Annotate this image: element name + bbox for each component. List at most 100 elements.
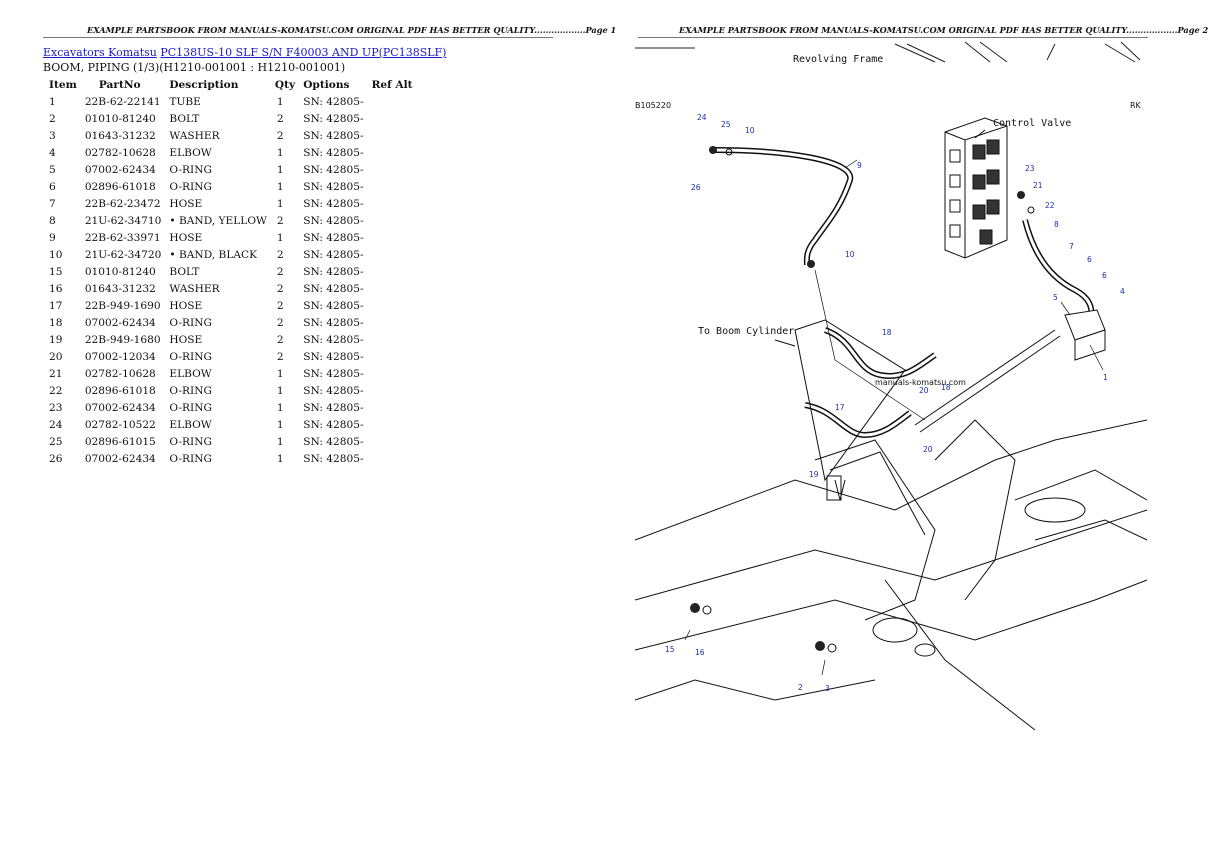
- parts-list-page: EXAMPLE PARTSBOOK FROM MANUALS-KOMATSU.C…: [0, 0, 616, 842]
- cell-refalt: [368, 382, 417, 399]
- cell-description: O-RING: [169, 401, 212, 414]
- cell-item: 21: [49, 367, 63, 380]
- callout-6b: 6: [1102, 271, 1107, 280]
- callout-4: 4: [1120, 287, 1125, 296]
- cell-item: 15: [49, 265, 63, 278]
- tube-block-1: [1064, 309, 1106, 361]
- column-header-item: Item: [49, 79, 77, 91]
- tube-1-line: [914, 329, 1056, 426]
- cell-partno: 22B-62-33971: [84, 231, 161, 244]
- cell-partno: 07002-62434: [84, 316, 156, 329]
- callout-10: 10: [845, 250, 855, 259]
- cell-refalt: [368, 314, 417, 331]
- table-header-row: Item PartNo Description Qty Options Ref …: [43, 77, 417, 93]
- cell-qty: 2: [276, 316, 284, 329]
- fitting-24: [709, 146, 717, 154]
- cell-item: 22: [49, 384, 63, 397]
- oring-22: [1027, 206, 1035, 214]
- cell-refalt: [368, 93, 417, 110]
- cell-item: 20: [49, 350, 63, 363]
- cell-partno: 02782-10628: [84, 367, 156, 380]
- cell-refalt: [368, 450, 417, 467]
- cell-partno: 01643-31232: [84, 282, 156, 295]
- cell-refalt: [368, 263, 417, 280]
- cell-partno: 02782-10522: [84, 418, 156, 431]
- cell-partno: 02896-61018: [84, 180, 156, 193]
- cell-refalt: [368, 348, 417, 365]
- page-header: EXAMPLE PARTSBOOK FROM MANUALS-KOMATSU.C…: [87, 25, 617, 35]
- callout-17: 17: [835, 403, 845, 412]
- cell-qty: 1: [276, 435, 284, 448]
- callout-8: 8: [1054, 220, 1059, 229]
- cell-options: SN: 42805-: [303, 401, 364, 414]
- cell-partno: 01010-81240: [84, 265, 156, 278]
- cell-qty: 2: [276, 112, 284, 125]
- cell-item: 5: [49, 163, 56, 176]
- cell-description: O-RING: [169, 452, 212, 465]
- cell-qty: 1: [276, 452, 284, 465]
- cell-options: SN: 42805-: [303, 95, 364, 108]
- cell-description: • BAND, BLACK: [169, 248, 258, 261]
- cell-refalt: [368, 110, 417, 127]
- to-boom-cylinder-label: To Boom Cylinder: [698, 326, 794, 337]
- parts-diagram: Revolving Frame B105220 RK Control Valve: [634, 41, 1148, 731]
- cell-options: SN: 42805-: [303, 146, 364, 159]
- cell-item: 10: [49, 248, 63, 261]
- cell-refalt: [368, 416, 417, 433]
- control-valve-leader: [974, 129, 986, 139]
- cell-qty: 1: [276, 367, 284, 380]
- cell-options: SN: 42805-: [303, 129, 364, 142]
- column-header-options: Options: [303, 79, 350, 91]
- cell-options: SN: 42805-: [303, 214, 364, 227]
- column-header-refalt: Ref Alt: [371, 79, 413, 91]
- cell-partno: 07002-62434: [84, 452, 156, 465]
- callout-26: 26: [691, 183, 701, 192]
- cell-options: SN: 42805-: [303, 333, 364, 346]
- cell-description: O-RING: [169, 435, 212, 448]
- cell-description: O-RING: [169, 350, 212, 363]
- boom-hose-bracket: [794, 319, 906, 482]
- breadcrumb-link-excavators[interactable]: Excavators Komatsu: [43, 46, 157, 59]
- cell-description: O-RING: [169, 316, 212, 329]
- cell-qty: 1: [276, 180, 284, 193]
- cell-description: • BAND, YELLOW: [169, 214, 267, 227]
- cell-description: O-RING: [169, 180, 212, 193]
- cell-description: O-RING: [169, 163, 212, 176]
- washer-3: [827, 643, 837, 653]
- callout-23: 23: [1025, 164, 1035, 173]
- cell-qty: 1: [276, 418, 284, 431]
- cell-refalt: [368, 297, 417, 314]
- cell-item: 4: [49, 146, 56, 159]
- cell-item: 24: [49, 418, 63, 431]
- callout-19: 19: [809, 470, 819, 479]
- callout-16: 16: [695, 648, 705, 657]
- header-divider: [43, 37, 553, 38]
- cell-refalt: [368, 212, 417, 229]
- cell-options: SN: 42805-: [303, 282, 364, 295]
- cell-partno: 01643-31232: [84, 129, 156, 142]
- cell-item: 16: [49, 282, 63, 295]
- frame-top-marks: [635, 41, 1141, 63]
- cell-refalt: [368, 246, 417, 263]
- cell-item: 18: [49, 316, 63, 329]
- cell-qty: 1: [276, 231, 284, 244]
- callout-3: 3: [825, 684, 830, 693]
- cell-item: 23: [49, 401, 63, 414]
- cell-options: SN: 42805-: [303, 350, 364, 363]
- header-divider: [638, 37, 1148, 38]
- cell-qty: 1: [276, 384, 284, 397]
- breadcrumb-link-model[interactable]: PC138US-10 SLF S/N F40003 AND UP(PC138SL…: [160, 46, 447, 59]
- section-subtitle: BOOM, PIPING (1/3)(H1210-001001 : H1210-…: [43, 61, 346, 74]
- cell-partno: 02896-61015: [84, 435, 156, 448]
- parts-table: Item PartNo Description Qty Options Ref …: [43, 77, 417, 467]
- cell-refalt: [368, 331, 417, 348]
- callout-7: 7: [1069, 242, 1074, 251]
